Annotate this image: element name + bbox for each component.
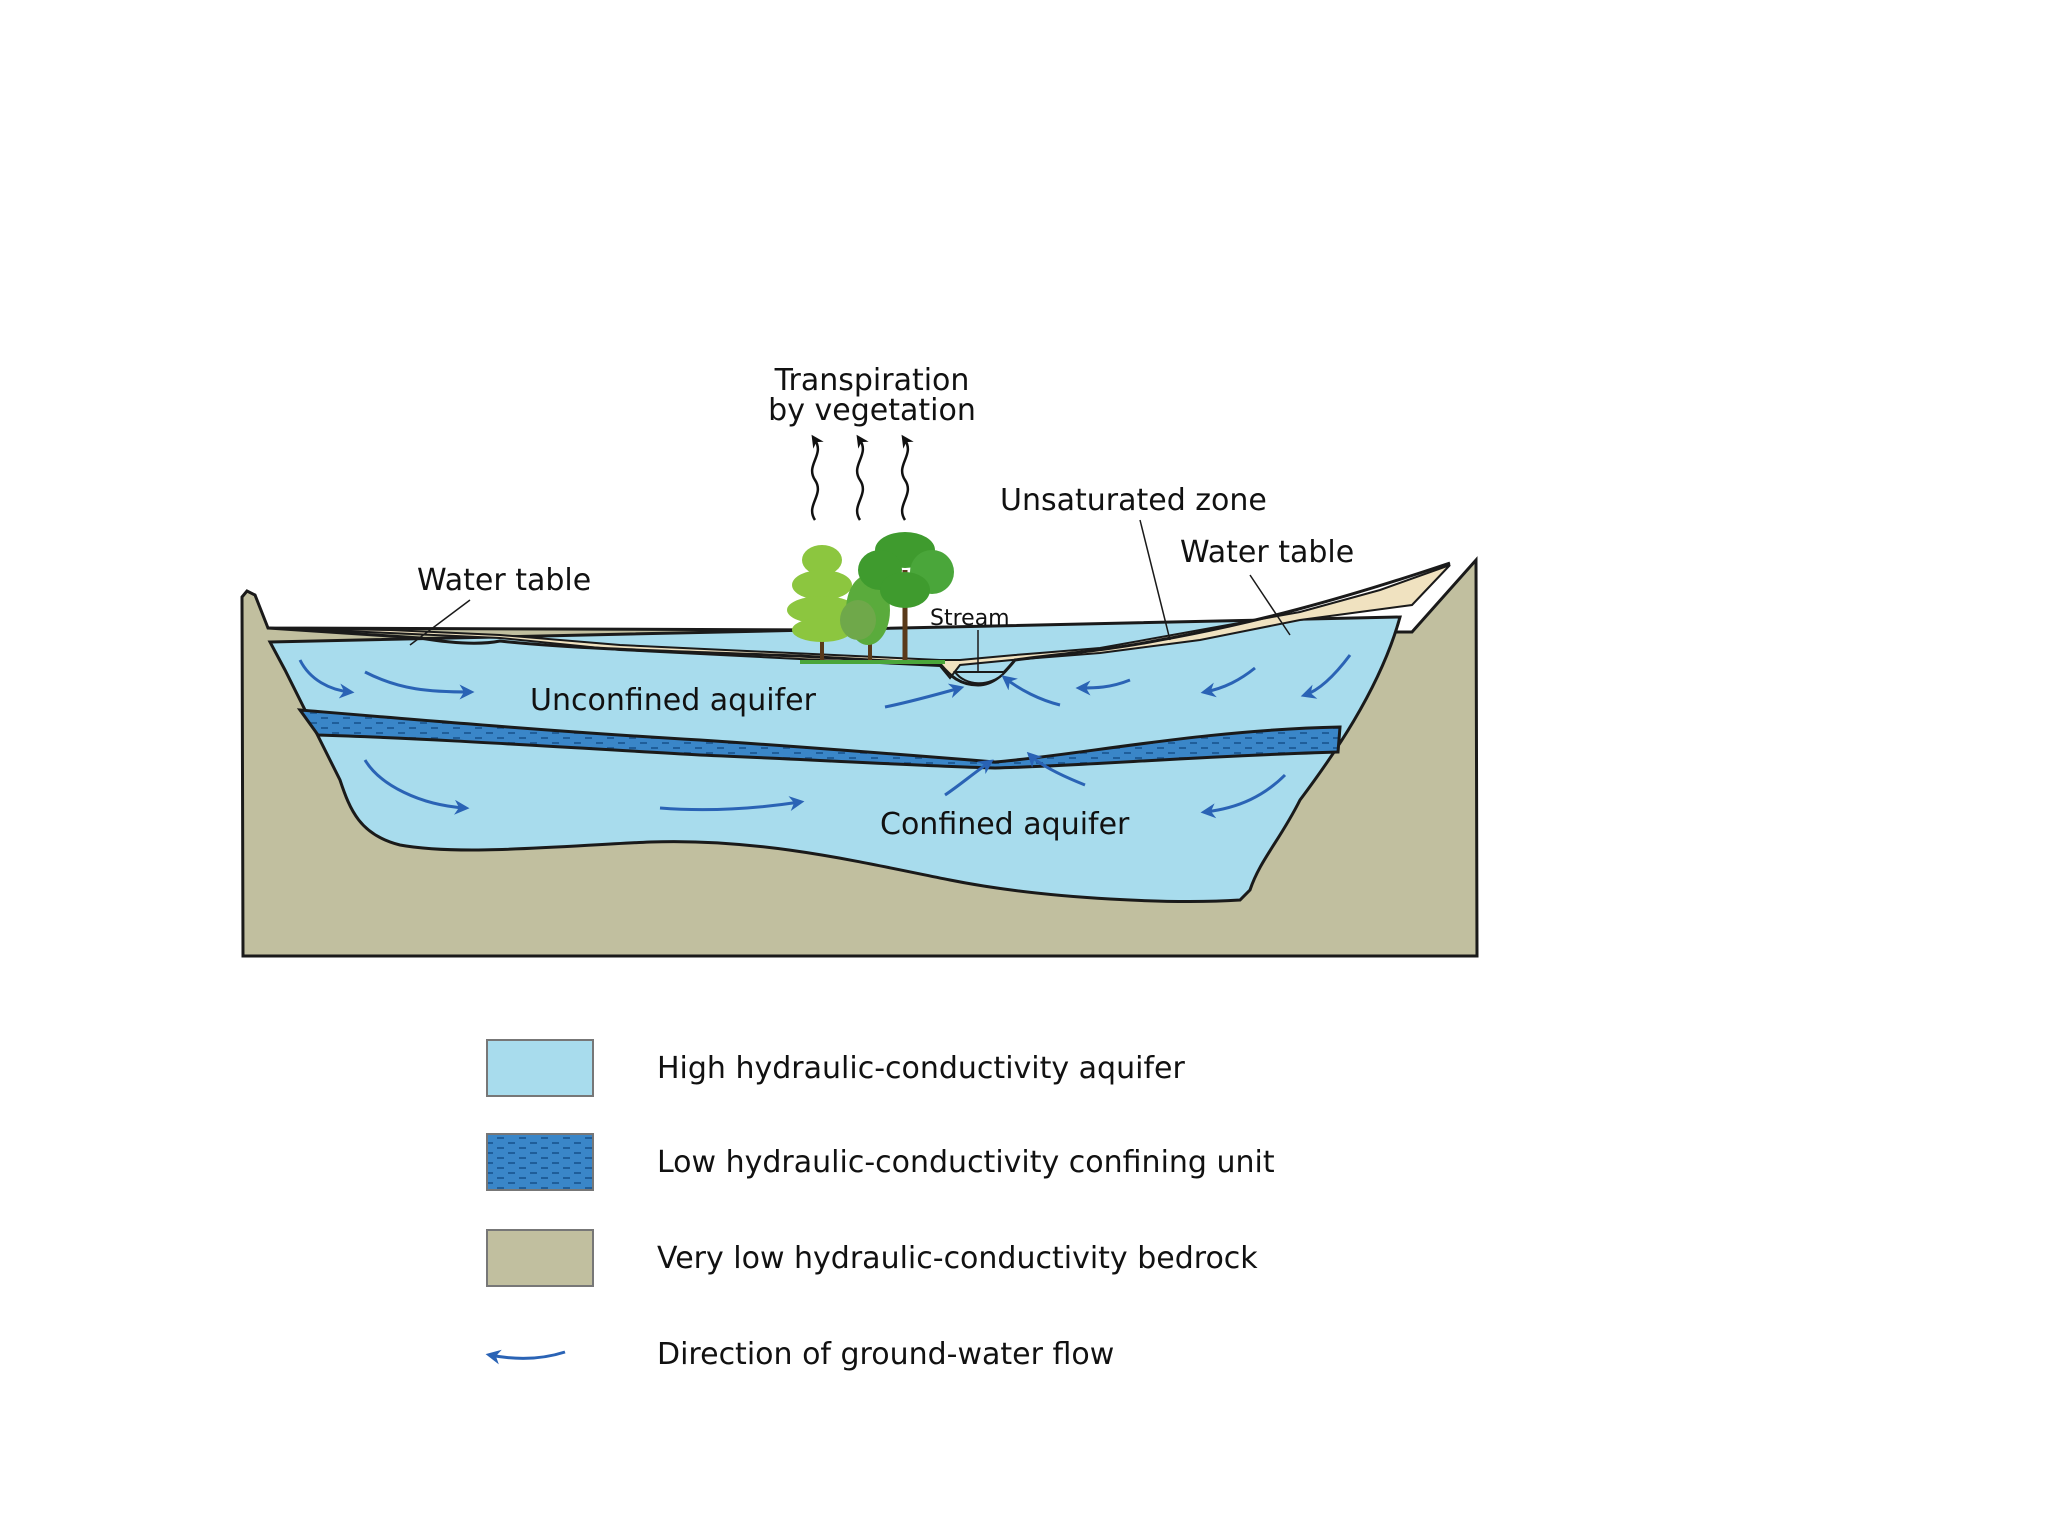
water-table-right-label: Water table (1180, 535, 1354, 570)
water-table-left-label: Water table (417, 563, 591, 598)
flow-arrow-2 (364, 670, 475, 700)
legend-label-bedrock: Very low hydraulic-conductivity bedrock (657, 1241, 1258, 1276)
flow-arrow-10 (944, 759, 994, 797)
flow-arrow-5 (1075, 678, 1131, 696)
legend-item-aquifer: High hydraulic-conductivity aquifer (486, 1039, 1185, 1097)
flow-arrow-6 (1200, 666, 1256, 698)
transpiration-arrow-3 (900, 434, 914, 521)
legend-item-flow: Direction of ground-water flow (485, 1337, 1114, 1372)
legend-label-aquifer: High hydraulic-conductivity aquifer (657, 1051, 1185, 1086)
confined-aquifer-label: Confined aquifer (880, 807, 1130, 842)
transpiration-arrow-1 (810, 434, 824, 521)
flow-arrow-9 (659, 796, 805, 812)
legend-swatch-confining (486, 1133, 594, 1191)
transpiration-label-line2: by vegetation (768, 393, 976, 428)
water-table-right-leader (1249, 574, 1291, 636)
tree-light (787, 545, 857, 660)
unconfined-aquifer-label: Unconfined aquifer (530, 683, 817, 718)
transpiration-arrow-2 (855, 434, 869, 521)
stream (953, 671, 1008, 685)
land-surface (267, 561, 1451, 687)
flow-arrow-3 (884, 683, 965, 709)
legend-label-flow: Direction of ground-water flow (657, 1337, 1114, 1372)
flow-arrow-1 (298, 659, 355, 699)
flow-arrow-7 (1300, 654, 1352, 699)
flow-arrows (298, 654, 1352, 819)
tree-dark (858, 532, 954, 662)
unsaturated-zone-leader (1139, 519, 1171, 641)
leader-lines (409, 519, 1291, 672)
stream-label: Stream (930, 606, 1010, 631)
legend-label-confining: Low hydraulic-conductivity confining uni… (657, 1145, 1275, 1180)
legend: High hydraulic-conductivity aquifer Low … (485, 1039, 1275, 1372)
legend-swatch-aquifer (486, 1039, 594, 1097)
legend-swatch-bedrock (486, 1229, 594, 1287)
flow-arrow-12 (1200, 773, 1287, 819)
unsaturated-zone-label: Unsaturated zone (1000, 483, 1267, 518)
flow-arrow-11 (1026, 751, 1086, 787)
vegetation (787, 532, 954, 664)
transpiration-label-line1: Transpiration (774, 363, 970, 398)
flow-arrow-8 (363, 759, 470, 815)
water-table-left-leader (409, 599, 471, 646)
transpiration-arrows (810, 434, 914, 521)
legend-flow-arrow-icon (485, 1349, 566, 1365)
confining-unit (296, 708, 1342, 770)
tree-mid (840, 575, 890, 660)
legend-item-confining: Low hydraulic-conductivity confining uni… (486, 1133, 1275, 1191)
legend-item-bedrock: Very low hydraulic-conductivity bedrock (486, 1229, 1258, 1287)
flow-arrow-4 (1001, 675, 1061, 707)
